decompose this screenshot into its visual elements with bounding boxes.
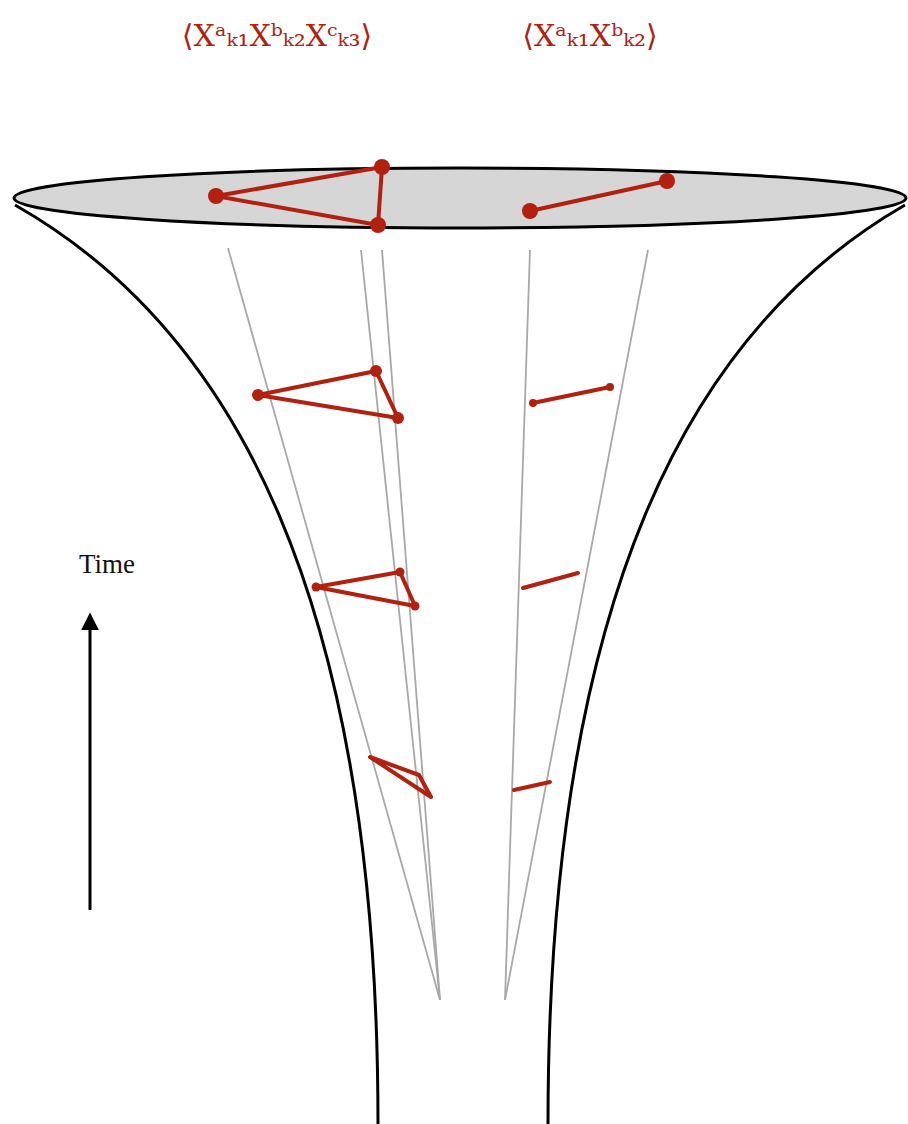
correlator-label: ⟨Xᵃₖ₁Xᵇₖ₂Xᶜₖ₃⟩: [182, 18, 372, 54]
correlator-dots: [208, 159, 675, 611]
funnel-wall: [15, 205, 378, 1124]
boundary-surface: [14, 168, 906, 228]
pair-correlator: [514, 181, 667, 790]
time-arrow: [89, 616, 92, 910]
correlator-label: ⟨Xᵃₖ₁Xᵇₖ₂⟩: [522, 18, 658, 54]
trajectory-lines: [228, 248, 648, 1000]
funnel-wall: [548, 205, 905, 1124]
triangle-correlator: [216, 167, 431, 797]
axis-label: Time: [79, 548, 135, 580]
